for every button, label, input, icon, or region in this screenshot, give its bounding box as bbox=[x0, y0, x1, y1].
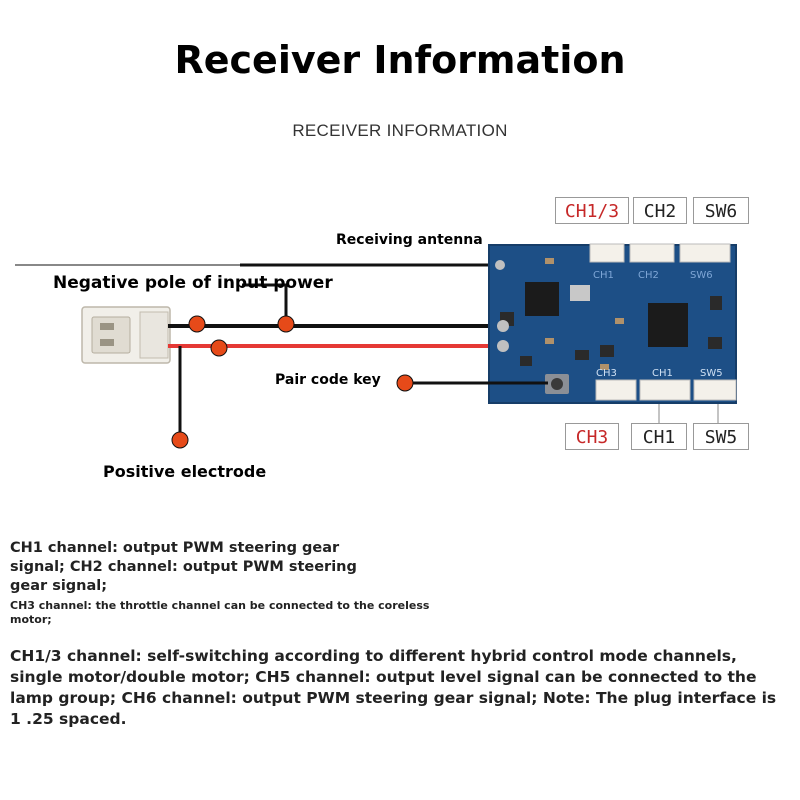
port-ch1-top bbox=[589, 243, 625, 263]
page-title: Receiver Information bbox=[174, 38, 626, 82]
silk-ch3: CH3 bbox=[596, 368, 617, 379]
pair-dot bbox=[396, 374, 414, 392]
mcu-chip bbox=[525, 282, 559, 316]
label-negative-pole: Negative pole of input power bbox=[53, 273, 333, 293]
port-sw6-top bbox=[679, 243, 731, 263]
receiver-board bbox=[488, 243, 737, 404]
positive-dot-a bbox=[210, 339, 228, 357]
page-subtitle: RECEIVER INFORMATION bbox=[292, 121, 508, 140]
port-label-sw6: SW6 bbox=[693, 197, 749, 224]
port-ch3-bottom bbox=[595, 379, 637, 401]
label-pair-code-key: Pair code key bbox=[275, 372, 381, 388]
silk-ch2: CH2 bbox=[638, 270, 659, 281]
positive-dot-b bbox=[171, 431, 189, 449]
label-positive-electrode: Positive electrode bbox=[103, 462, 267, 481]
negative-dot-b bbox=[277, 315, 295, 333]
description-ch3: CH3 channel: the throttle channel can be… bbox=[10, 599, 430, 626]
port-label-ch3: CH3 bbox=[565, 423, 619, 450]
port-ch2-top bbox=[629, 243, 675, 263]
negative-dot-a bbox=[188, 315, 206, 333]
port-label-sw5: SW5 bbox=[693, 423, 749, 450]
port-label-ch1-3: CH1/3 bbox=[555, 197, 629, 224]
silk-sw6: SW6 bbox=[690, 270, 713, 281]
description-ch1-ch2: CH1 channel: output PWM steering gear si… bbox=[10, 540, 357, 594]
description-ch1-3-ch5-ch6: CH1/3 channel: self-switching according … bbox=[10, 647, 777, 728]
driver-chip bbox=[648, 303, 688, 347]
port-label-ch2: CH2 bbox=[633, 197, 687, 224]
crystal bbox=[570, 285, 590, 301]
jst-connector bbox=[81, 306, 171, 364]
label-receiving-antenna: Receiving antenna bbox=[336, 232, 483, 248]
silk-ch1: CH1 bbox=[593, 270, 614, 281]
silk-ch1b: CH1 bbox=[652, 368, 673, 379]
port-sw5-bottom bbox=[693, 379, 737, 401]
port-label-ch1: CH1 bbox=[631, 423, 687, 450]
negative-pointer-line bbox=[242, 283, 288, 324]
port-ch1-bottom bbox=[639, 379, 691, 401]
silk-sw5: SW5 bbox=[700, 368, 723, 379]
